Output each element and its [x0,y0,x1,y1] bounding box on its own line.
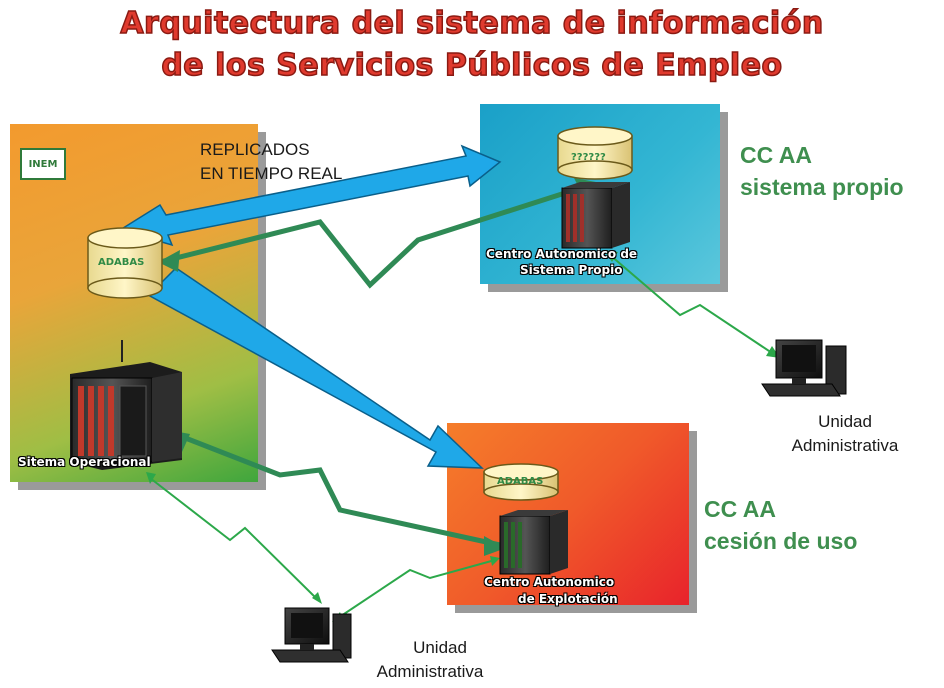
cesion-uso-label: cesión de uso [704,528,858,554]
cc-aa-propio-label: CC AA [740,142,812,168]
cc-aa-cesion-label: CC AA [704,496,776,522]
link-cesion-unidad [332,556,500,622]
link-propio-unidad [604,250,780,358]
inem-mainframe-icon [70,340,182,470]
propio-server-label-line1: Centro Autonomico de [486,247,638,261]
workstation-right-icon [761,339,847,397]
inem-logo: INEM [20,148,66,180]
unidad-bottom-line2: Administrativa [376,662,484,681]
inem-server-label: Sitema Operacional [18,455,151,469]
replication-arrow-cesion [148,267,484,469]
propio-db-label: ?????? [571,152,606,163]
propio-server-label-line2: Sistema Propio [520,263,623,277]
diagram-title-line1: Arquitectura del sistema de información [120,5,824,42]
diagram-title-line2: de los Servicios Públicos de Empleo [161,47,783,84]
replicated-label-line2: EN TIEMPO REAL [200,164,343,183]
unidad-right-line2: Administrativa [791,436,899,455]
unidad-right-line1: Unidad [818,412,872,431]
unidad-bottom-line1: Unidad [413,638,467,657]
cesion-server-icon [499,510,568,575]
workstation-bottom-icon [271,607,352,663]
replication-arrow-propio [118,144,502,247]
cesion-database-icon [483,463,559,501]
cesion-db-label: ADABAS [497,476,544,487]
propio-database-icon [557,126,633,180]
inem-db-label: ADABAS [98,257,145,268]
propio-server-icon [561,182,630,249]
link-inem-unidad [146,472,322,604]
cesion-server-label-line2: de Explotación [518,592,618,606]
cesion-server-label-line1: Centro Autonomico [484,575,615,589]
inem-database-icon [87,227,163,299]
sistema-propio-label: sistema propio [740,174,904,200]
replicated-label-line1: REPLICADOS [200,140,310,159]
